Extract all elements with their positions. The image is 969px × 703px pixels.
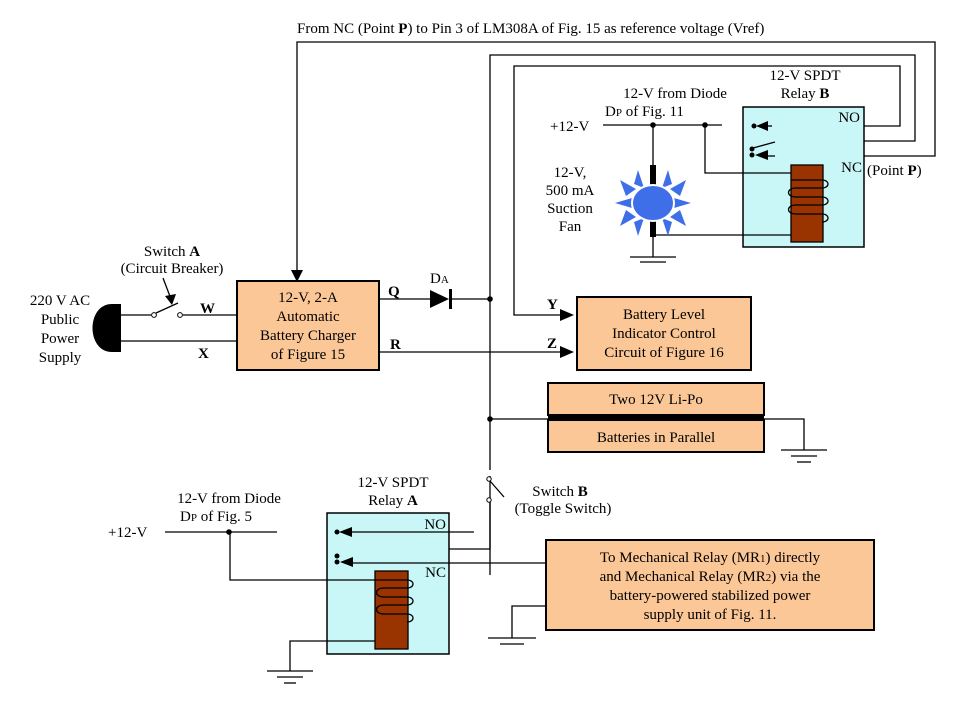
indicator-label-3: Circuit of Figure 16 (604, 345, 724, 361)
switch-a-sublabel: (Circuit Breaker) (121, 261, 224, 277)
fan-label-4: Fan (559, 219, 582, 235)
relay-a-no-arrow-icon (339, 527, 352, 537)
node-x: X (198, 346, 209, 362)
diode-da-label: DA (430, 271, 449, 287)
no-to-indicator-wire (513, 65, 901, 316)
switch-a-icon[interactable] (121, 302, 237, 318)
node-y: Y (547, 297, 558, 313)
mech-relay-label-4: supply unit of Fig. 11. (644, 607, 777, 623)
supply-b-source-label: 12-V from Diode (623, 86, 727, 102)
battery-level-indicator-block (576, 296, 752, 371)
relay-a-title: 12-V SPDT (358, 475, 429, 491)
indicator-label-1: Battery Level (623, 307, 705, 323)
charger-label-3: Battery Charger (260, 328, 356, 344)
node-q: Q (388, 284, 400, 300)
relay-a-nc-contact (334, 559, 340, 565)
mech-relay-label-1: To Mechanical Relay (MR1) directly (600, 550, 821, 566)
diode-da-icon (430, 289, 452, 309)
suction-fan-icon (615, 165, 691, 237)
power-supply-label-1: 220 V AC (30, 293, 90, 309)
switch-a-label: Switch A (144, 244, 200, 260)
relay-b-coil (790, 164, 824, 243)
switch-b-label: Switch B (532, 484, 587, 500)
z-arrow-icon (560, 346, 574, 358)
mechanical-relay-block (545, 539, 875, 631)
battery-label-top: Two 12V Li-Po (609, 392, 703, 408)
relay-b-subtitle: Relay B (781, 86, 830, 102)
node-w: W (200, 301, 215, 317)
y-arrow-icon (560, 309, 574, 321)
relay-b-no-contact (751, 123, 757, 129)
fan-label-3: Suction (547, 201, 593, 217)
power-supply-label-4: Supply (39, 350, 82, 366)
supply-a-source-label: 12-V from Diode (177, 491, 281, 507)
relay-a-no-contact (334, 529, 340, 535)
supply-a-voltage: +12-V (108, 525, 147, 541)
relay-a-winding (375, 579, 414, 623)
relay-b-no-arrow-icon (756, 121, 768, 131)
relay-a-subtitle: Relay A (368, 493, 418, 509)
supply-b-voltage: +12-V (550, 119, 589, 135)
relay-a-coil-feed (229, 532, 380, 581)
relay-b-nc-label: NC (841, 160, 862, 176)
relay-b-blade (752, 141, 776, 149)
fan-ground-icon (630, 237, 676, 263)
fan-label-1: 12-V, (554, 165, 587, 181)
vref-wire (296, 41, 936, 280)
battery-top-block (547, 382, 765, 416)
relay-b-coil-feed (704, 125, 791, 174)
battery-bottom-block (547, 419, 765, 453)
battery-charger-block (236, 280, 380, 371)
fan-label-2: 500 mA (546, 183, 595, 199)
mech-relay-label-2: and Mechanical Relay (MR2) via the (600, 569, 821, 585)
switch-b-icon[interactable] (486, 476, 505, 503)
relay-a-ground-wire (289, 640, 375, 671)
node-r: R (390, 337, 401, 353)
relay-a-nc-arrow-icon (340, 557, 353, 567)
charger-label-4: of Figure 15 (271, 347, 345, 363)
vref-arrow-icon (291, 270, 303, 282)
relay-b-nc-arrow-icon (755, 150, 768, 160)
relay-b-no-label: NO (838, 110, 860, 126)
point-p-label: (Point P) (867, 163, 922, 179)
switch-b-sublabel: (Toggle Switch) (515, 501, 612, 517)
relay-b-nc-contact (749, 152, 755, 158)
charger-label-2: Automatic (276, 309, 340, 325)
ac-plug-icon (92, 304, 121, 352)
power-supply-label-2: Public (41, 312, 80, 328)
mech-relay-label-3: battery-powered stabilized power (610, 588, 811, 604)
vref-note: From NC (Point P) to Pin 3 of LM308A of … (297, 21, 764, 37)
battery-label-bottom: Batteries in Parallel (597, 430, 715, 446)
relay-a-nc-label: NC (425, 565, 446, 581)
battery-ground-icon (781, 449, 827, 463)
relay-b-title: 12-V SPDT (770, 68, 841, 84)
relay-a-no-label: NO (424, 517, 446, 533)
relay-a-coil (374, 570, 409, 650)
relay-a-ground-icon (267, 670, 313, 684)
indicator-label-2: Indicator Control (612, 326, 716, 342)
supply-b-diode-label: DP of Fig. 11 (605, 104, 684, 120)
mech-relay-ground-icon (488, 637, 536, 645)
supply-a-diode-label: DP of Fig. 5 (180, 509, 252, 525)
power-supply-label-3: Power (41, 331, 79, 347)
relay-b-winding (787, 179, 829, 223)
node-z: Z (547, 336, 557, 352)
mech-relay-ground-wire (511, 605, 546, 638)
charger-label-1: 12-V, 2-A (278, 290, 338, 306)
